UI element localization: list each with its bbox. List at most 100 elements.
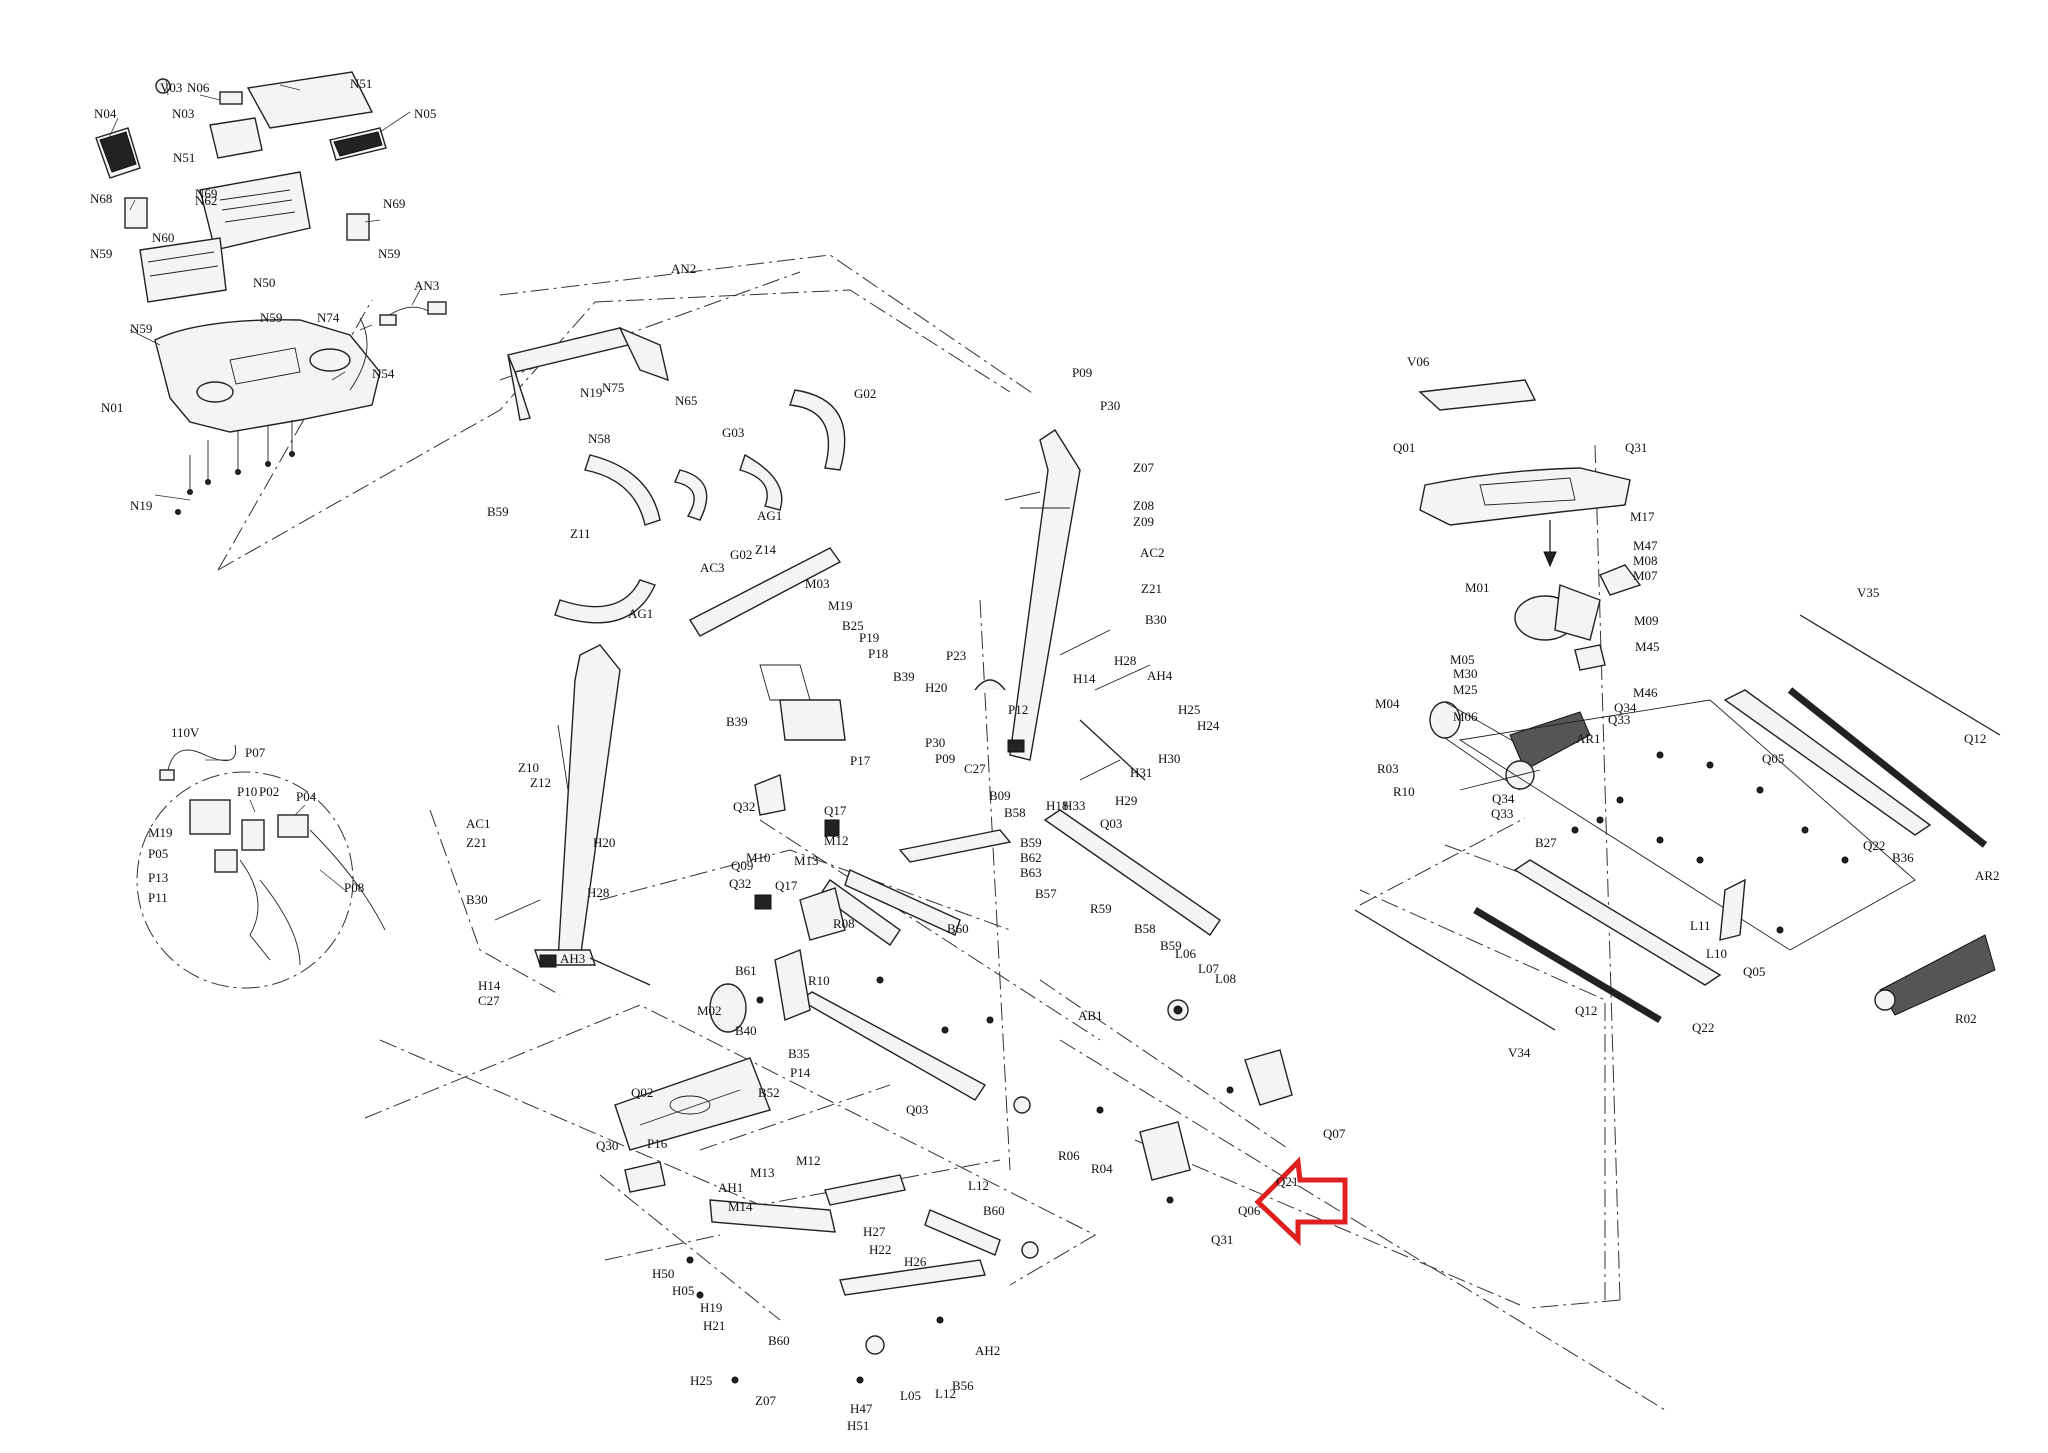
part-label: P02 <box>259 784 279 799</box>
part-label: M01 <box>1465 580 1490 595</box>
part-label: M19 <box>828 598 853 613</box>
part-label: M07 <box>1633 568 1658 583</box>
part-label: Z09 <box>1133 514 1154 529</box>
part-label: AG1 <box>628 606 653 621</box>
part-label: N68 <box>90 191 112 206</box>
part-label: N59 <box>130 321 152 336</box>
part-label: L12 <box>968 1178 989 1193</box>
part-label: P12 <box>1008 702 1028 717</box>
part-label: N69 <box>383 196 405 211</box>
part-label: B36 <box>1892 850 1914 865</box>
part-label: P09 <box>1072 365 1092 380</box>
part-label: Z10 <box>518 760 539 775</box>
part-label: M02 <box>697 1003 722 1018</box>
part-label: Q06 <box>1238 1203 1261 1218</box>
part-label: G03 <box>722 425 744 440</box>
part-label: P18 <box>868 646 888 661</box>
part-label: L12 <box>935 1386 956 1401</box>
part-label: N58 <box>588 431 610 446</box>
part-label: AR2 <box>1975 868 2000 883</box>
part-label: M10 <box>746 850 771 865</box>
part-label: Q32 <box>733 799 755 814</box>
part-label: Q33 <box>1491 806 1513 821</box>
part-label: H05 <box>672 1283 694 1298</box>
part-label: Q17 <box>775 878 798 893</box>
part-label: B59 <box>487 504 509 519</box>
part-label: M03 <box>805 576 830 591</box>
part-label: Q09 <box>731 858 753 873</box>
part-label: N19 <box>580 385 602 400</box>
part-label: H30 <box>1158 751 1180 766</box>
part-label: AR1 <box>1576 731 1601 746</box>
part-label: N59 <box>260 310 282 325</box>
hood-and-deck <box>1354 379 2001 1031</box>
projection-lines <box>217 254 1666 1411</box>
part-label: H25 <box>690 1373 712 1388</box>
part-label: N19 <box>130 498 152 513</box>
part-label: Q22 <box>1863 838 1885 853</box>
part-label: M30 <box>1453 666 1478 681</box>
part-label: M12 <box>824 833 849 848</box>
part-label: Q32 <box>729 876 751 891</box>
part-label: G02 <box>854 386 876 401</box>
part-label: N60 <box>152 230 174 245</box>
part-label: H51 <box>847 1418 869 1433</box>
part-label: M05 <box>1450 652 1475 667</box>
part-label: H20 <box>925 680 947 695</box>
part-label: P09 <box>935 751 955 766</box>
part-label: P30 <box>1100 398 1120 413</box>
part-label: H29 <box>1115 793 1137 808</box>
part-label: P19 <box>859 630 879 645</box>
part-label: H22 <box>869 1242 891 1257</box>
part-label: R08 <box>833 916 855 931</box>
part-label: B27 <box>1535 835 1557 850</box>
part-label: H31 <box>1130 765 1152 780</box>
part-label: Q21 <box>1276 1174 1298 1189</box>
electrical-assembly <box>136 744 386 989</box>
part-label: M47 <box>1633 538 1658 553</box>
part-label: Q22 <box>1692 1020 1714 1035</box>
part-label: Q17 <box>824 803 847 818</box>
part-label: B39 <box>726 714 748 729</box>
part-label: Z14 <box>755 542 776 557</box>
part-label: R04 <box>1091 1161 1113 1176</box>
part-label: L05 <box>900 1388 921 1403</box>
part-label: B30 <box>466 892 488 907</box>
part-label: B63 <box>1020 865 1042 880</box>
part-label: V06 <box>1407 354 1430 369</box>
part-label: M04 <box>1375 696 1400 711</box>
callout-arrow <box>1254 1156 1348 1246</box>
part-label: H33 <box>1063 798 1085 813</box>
part-label: M17 <box>1630 509 1655 524</box>
part-label: Q12 <box>1964 731 1986 746</box>
part-label: B60 <box>947 921 969 936</box>
part-label: Z21 <box>1141 581 1162 596</box>
part-label: H24 <box>1197 718 1220 733</box>
part-label: P13 <box>148 870 168 885</box>
part-label: R10 <box>1393 784 1415 799</box>
part-label: V34 <box>1508 1045 1531 1060</box>
part-label: B09 <box>989 788 1011 803</box>
part-label: C27 <box>964 761 986 776</box>
part-label: N69 <box>195 186 217 201</box>
part-label: B58 <box>1004 805 1026 820</box>
part-label: Q34 <box>1614 700 1637 715</box>
part-label: L10 <box>1706 946 1727 961</box>
part-label: Q03 <box>906 1102 928 1117</box>
part-label: M19 <box>148 825 173 840</box>
part-label: G02 <box>730 547 752 562</box>
part-label: B52 <box>758 1085 780 1100</box>
part-label: N75 <box>602 380 624 395</box>
part-label: B25 <box>842 618 864 633</box>
part-label: Q03 <box>1100 816 1122 831</box>
part-label: Z08 <box>1133 498 1154 513</box>
part-label: B30 <box>1145 612 1167 627</box>
part-label: Q07 <box>1323 1126 1346 1141</box>
part-label: B57 <box>1035 886 1057 901</box>
part-label: H14 <box>478 978 501 993</box>
part-label: B56 <box>952 1378 974 1393</box>
part-label: AC3 <box>700 560 725 575</box>
part-label: H19 <box>700 1300 722 1315</box>
part-label: B40 <box>735 1023 757 1038</box>
part-label: Z12 <box>530 775 551 790</box>
